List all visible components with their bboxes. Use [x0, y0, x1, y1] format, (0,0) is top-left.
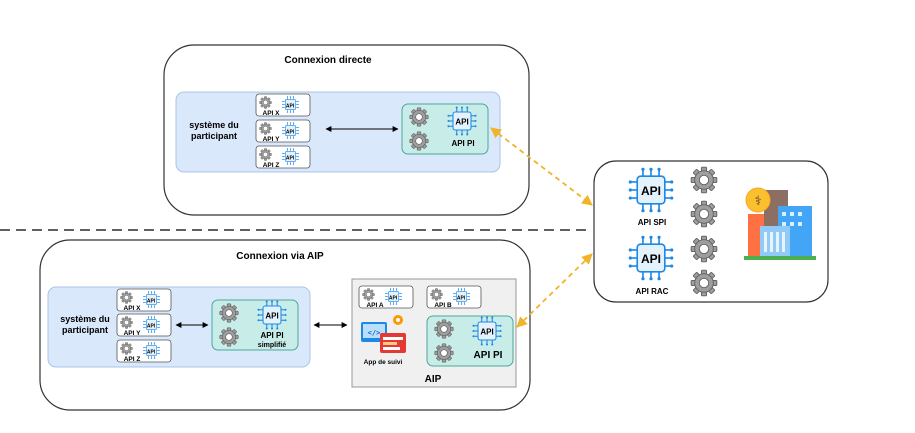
api-rac-icon: API [628, 235, 674, 281]
svg-text:API: API [641, 252, 661, 266]
api-badge-y-direct: API API Y [255, 119, 311, 143]
api-pi-box-aip: API API PI [426, 315, 514, 367]
api-badge-b: API API B [426, 285, 482, 309]
participant-label-aip-2: participant [62, 325, 108, 335]
gear-icon [690, 200, 718, 228]
svg-text:API: API [480, 328, 493, 337]
participant-label-aip: système du [60, 314, 110, 324]
api-pi-label-direct: API PI [451, 139, 474, 148]
tracking-app-label: App de suivi [364, 359, 403, 366]
api-pi-simplifie-label: API PI [260, 331, 283, 340]
svg-text:API: API [455, 118, 468, 127]
svg-text:API: API [147, 299, 156, 305]
api-pi-box-direct: API API PI [401, 103, 489, 155]
api-spi-label: API SPI [638, 218, 666, 227]
svg-text:API: API [641, 184, 661, 198]
section-aip-title: Connexion via AIP [236, 251, 324, 262]
api-pi-simplifie-box: API API PI simplifié [211, 299, 299, 351]
api-badge-a: API API A [358, 285, 414, 309]
tracking-app-icon: </> [361, 315, 406, 353]
api-rac-label: API RAC [636, 287, 669, 296]
svg-text:API A: API A [366, 302, 383, 309]
api-pi-simplifie-label-2: simplifié [258, 342, 287, 349]
svg-text:API X: API X [124, 305, 142, 312]
bank-building-icon: ⚕ [744, 187, 816, 260]
api-y-label: API Y [263, 136, 281, 143]
svg-text:</>: </> [368, 329, 381, 337]
gear-icon [690, 166, 718, 194]
api-z-label: API Z [263, 162, 280, 169]
aip-label: AIP [425, 374, 442, 385]
svg-text:API: API [286, 156, 295, 162]
gear-icon [690, 269, 718, 297]
svg-text:API: API [389, 296, 398, 302]
direct-to-central-dashed-arrow [490, 127, 593, 206]
svg-text:API: API [286, 104, 295, 110]
gear-icon [690, 235, 718, 263]
svg-text:API: API [457, 296, 466, 302]
svg-text:API Z: API Z [124, 356, 141, 363]
svg-text:⚕: ⚕ [754, 194, 761, 209]
svg-text:API Y: API Y [124, 330, 142, 337]
api-badge-x-aip: API API X [116, 288, 172, 312]
svg-text:API B: API B [434, 302, 452, 309]
api-badge-y-aip: API API Y [116, 313, 172, 337]
api-spi-icon: API [628, 167, 674, 213]
section-direct-title: Connexion directe [284, 55, 372, 66]
api-pi-label-aip: API PI [474, 350, 503, 361]
api-badge-x-direct: API API X [255, 93, 311, 117]
svg-text:API: API [286, 130, 295, 136]
api-x-label: API X [263, 110, 281, 117]
api-badge-z-aip: API API Z [116, 339, 172, 363]
participant-label-direct: système du [189, 120, 239, 130]
participant-label-direct-2: participant [191, 131, 237, 141]
api-badge-z-direct: API API Z [255, 145, 311, 169]
svg-text:API: API [147, 324, 156, 330]
svg-text:API: API [265, 312, 278, 321]
svg-text:API: API [147, 350, 156, 356]
